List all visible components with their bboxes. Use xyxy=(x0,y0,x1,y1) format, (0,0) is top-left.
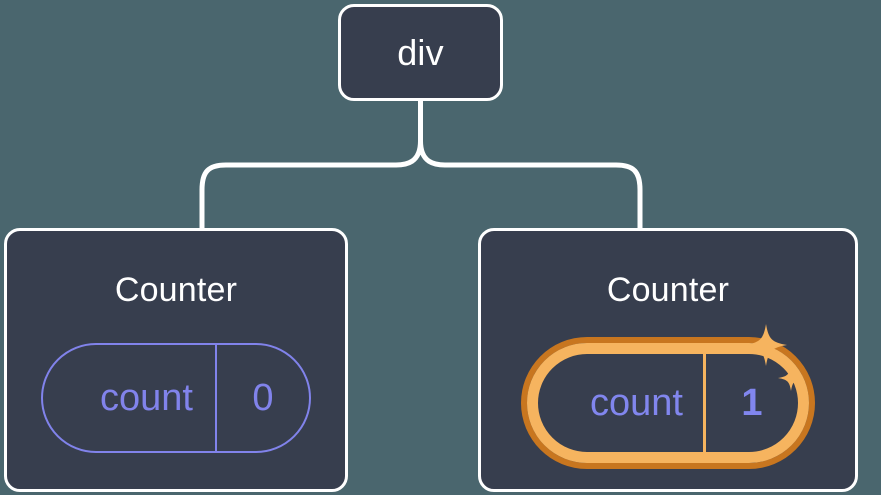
node-div[interactable]: div xyxy=(338,4,503,101)
node-counter-left-label: Counter xyxy=(114,271,238,309)
state-key-right: count xyxy=(538,354,706,452)
connector-branch-left xyxy=(199,138,423,231)
node-counter-right-label: Counter xyxy=(606,271,730,309)
node-div-label: div xyxy=(397,31,444,73)
state-pill-wrapper-right: count 1 xyxy=(481,324,855,463)
state-pill-right[interactable]: count 1 xyxy=(527,324,809,463)
connector-branch-right xyxy=(418,138,643,231)
state-key-left: count xyxy=(43,345,217,451)
node-counter-left[interactable]: Counter count 0 xyxy=(4,228,348,492)
node-counter-right[interactable]: Counter count 1 xyxy=(478,228,858,492)
state-value-right: 1 xyxy=(741,382,763,424)
state-pill-wrapper-left: count 0 xyxy=(7,343,345,453)
state-pill-left[interactable]: count 0 xyxy=(41,343,311,453)
state-value-left: 0 xyxy=(252,377,274,419)
